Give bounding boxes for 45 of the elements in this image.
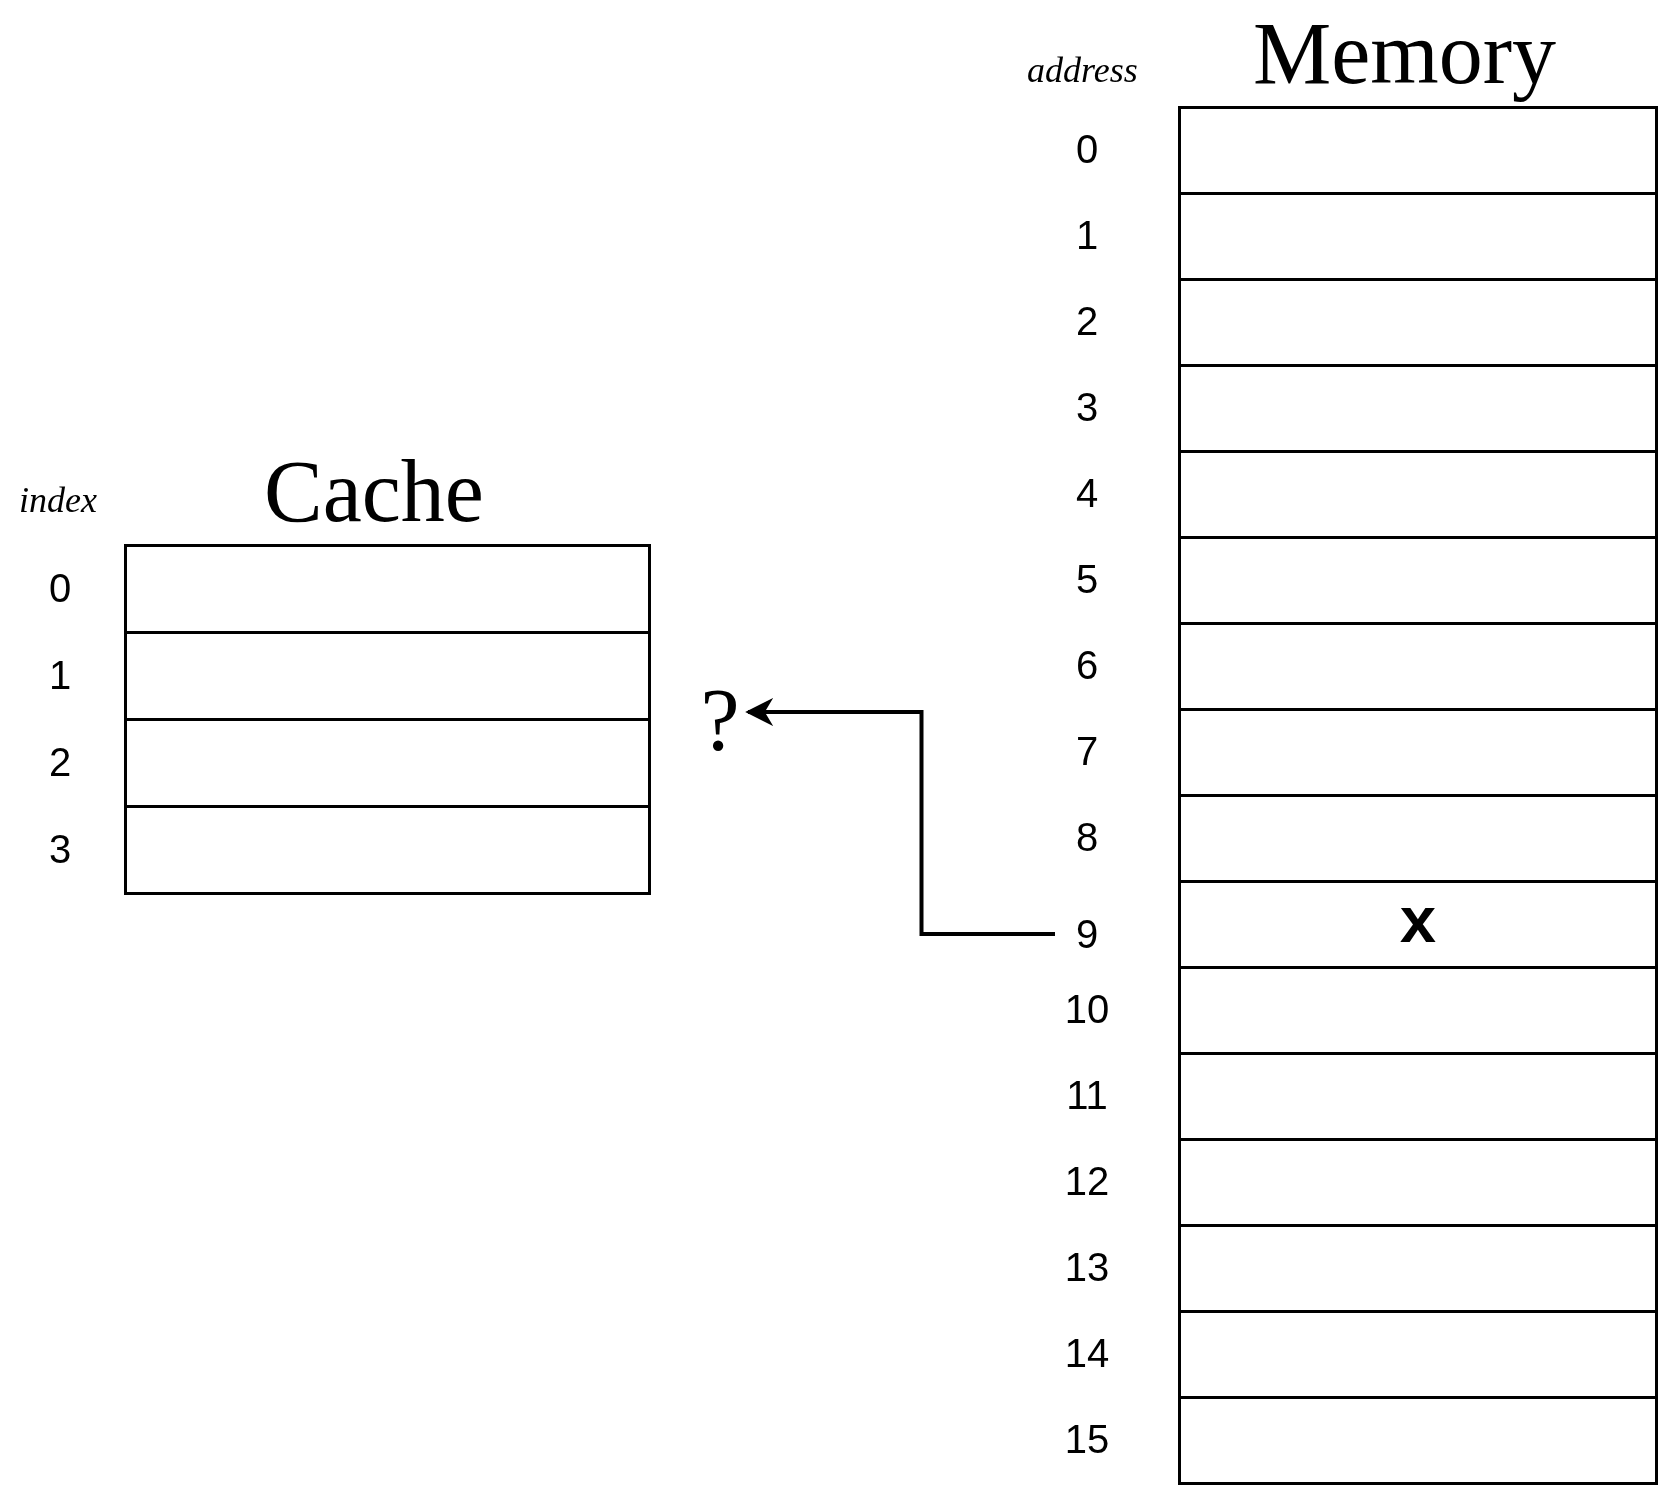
- table-row: [1178, 1138, 1658, 1227]
- row-number: 4: [1074, 473, 1100, 513]
- table-row: [1178, 622, 1658, 711]
- row-number: 10: [1063, 989, 1111, 1029]
- row-number: 6: [1074, 645, 1100, 685]
- row-number: 8: [1074, 817, 1100, 857]
- row-number: 1: [47, 654, 73, 695]
- table-row: [124, 544, 651, 634]
- table-row: [1178, 364, 1658, 453]
- table-row: [1178, 106, 1658, 195]
- table-row: [1178, 450, 1658, 539]
- table-row: [1178, 1052, 1658, 1141]
- row-number: 2: [47, 741, 73, 782]
- table-row: [1178, 1310, 1658, 1399]
- address-number: 9: [1047, 912, 1127, 956]
- cell-value: x: [1178, 880, 1658, 969]
- question-mark: ?: [690, 670, 750, 770]
- table-row: [124, 805, 651, 895]
- row-number: 13: [1063, 1247, 1111, 1287]
- table-row: [1178, 966, 1658, 1055]
- table-row: [1178, 278, 1658, 367]
- row-number: 12: [1063, 1161, 1111, 1201]
- row-number: 15: [1063, 1419, 1111, 1459]
- table-row: [1178, 794, 1658, 883]
- row-number: 11: [1065, 1075, 1109, 1115]
- column-header: address: [1027, 52, 1138, 88]
- arrow: [745, 698, 1055, 936]
- row-number: 5: [1074, 559, 1100, 599]
- table-row: [1178, 536, 1658, 625]
- table-row: [124, 718, 651, 808]
- table-title: Cache: [264, 448, 484, 536]
- row-number: 3: [47, 828, 73, 869]
- table-row: [1178, 708, 1658, 797]
- row-number: 3: [1074, 387, 1100, 427]
- table-row: [1178, 1224, 1658, 1313]
- row-number: 0: [47, 567, 73, 608]
- row-number: 1: [1074, 215, 1100, 255]
- table-row: [124, 631, 651, 721]
- table-row: [1178, 1396, 1658, 1485]
- table-row: [1178, 192, 1658, 281]
- column-header: index: [19, 482, 97, 518]
- row-number: 0: [1074, 129, 1100, 169]
- row-number: 7: [1074, 731, 1100, 771]
- row-number: 2: [1074, 301, 1100, 341]
- row-number: 14: [1063, 1333, 1111, 1373]
